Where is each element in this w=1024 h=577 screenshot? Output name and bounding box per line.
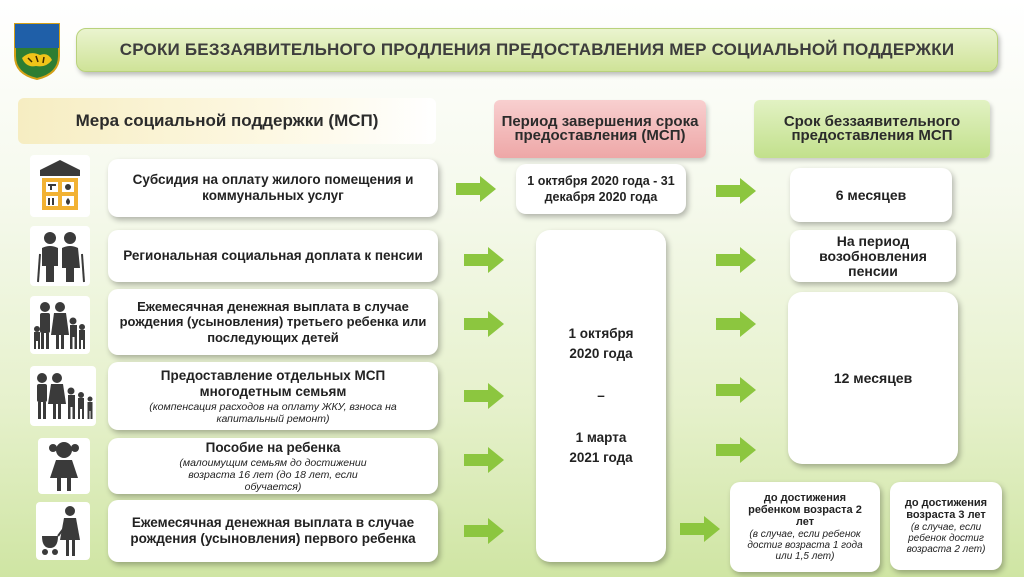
measure-title: Пособие на ребенка xyxy=(205,439,341,455)
arrow-right-icon xyxy=(716,311,756,337)
term-six-text: 6 месяцев xyxy=(835,187,907,203)
large-family-icon xyxy=(37,373,93,419)
mother-icon-box xyxy=(36,502,90,560)
term-age3-note: (в случае, если ребенок достиг возраста … xyxy=(906,522,986,555)
term-age2-title: до достижения ребенком возраста 2 лет xyxy=(748,492,862,528)
measure-card-third-child-payment: Ежемесячная денежная выплата в случае ро… xyxy=(108,289,438,355)
arrow-right-icon xyxy=(464,247,504,273)
period-column-header: Период завершения срока предоставления (… xyxy=(494,100,706,158)
mother-stroller-icon xyxy=(42,506,80,556)
elderly-couple-icon xyxy=(37,232,85,283)
child-icon xyxy=(49,442,79,491)
coat-of-arms-icon xyxy=(14,23,60,80)
utilities-icon xyxy=(40,160,80,210)
term-twelve-text: 12 месяцев xyxy=(833,370,913,386)
arrow-right-icon xyxy=(716,377,756,403)
term-card-age-two: до достижения ребенком возраста 2 лет (в… xyxy=(730,482,880,572)
measure-title: Субсидия на оплату жилого помещения и ко… xyxy=(132,172,414,203)
large-family-icon-box xyxy=(30,366,96,426)
measure-card-large-families: Предоставление отдельных МСП многодетным… xyxy=(108,362,438,430)
measure-title: Ежемесячная денежная выплата в случае ро… xyxy=(119,298,427,345)
measure-note: (компенсация расходов на оплату ЖКУ, взн… xyxy=(149,400,397,425)
measure-note: (малоимущим семьям до достижении возраст… xyxy=(179,456,367,493)
arrow-right-icon xyxy=(716,247,756,273)
measure-card-child-benefit: Пособие на ребенка (малоимущим семьям до… xyxy=(108,438,438,494)
utilities-icon-box xyxy=(30,155,90,217)
term-column-header: Срок беззаявительного предоставления МСП xyxy=(754,100,990,158)
term-pension-text: На период возобновления пенсии xyxy=(819,232,927,279)
term-card-pension: На период возобновления пенсии xyxy=(790,230,956,282)
term-card-six-months: 6 месяцев xyxy=(790,168,952,222)
measure-card-first-child-payment: Ежемесячная денежная выплата в случае ро… xyxy=(108,500,438,562)
term-card-twelve-months: 12 месяцев xyxy=(788,292,958,464)
period-main-end: 1 марта 2021 года xyxy=(569,430,633,465)
family-three-children-icon xyxy=(34,302,85,349)
period-first-text: 1 октября 2020 года - 31 декабря 2020 го… xyxy=(527,174,675,204)
page-title: СРОКИ БЕЗЗАЯВИТЕЛЬНОГО ПРОДЛЕНИЯ ПРЕДОСТ… xyxy=(76,28,998,72)
period-main-dash: – xyxy=(597,388,605,403)
elderly-icon-box xyxy=(30,226,90,286)
measure-title: Региональная социальная доплата к пенсии xyxy=(123,248,423,263)
arrow-right-icon xyxy=(716,178,756,204)
child-icon-box xyxy=(38,438,90,494)
arrow-right-icon xyxy=(456,176,496,202)
measure-title: Ежемесячная денежная выплата в случае ро… xyxy=(130,515,416,546)
period-main-start: 1 октября 2020 года xyxy=(568,326,634,361)
measure-card-housing-subsidy: Субсидия на оплату жилого помещения и ко… xyxy=(108,159,438,217)
period-card-first: 1 октября 2020 года - 31 декабря 2020 го… xyxy=(516,164,686,214)
arrow-right-icon xyxy=(464,518,504,544)
arrow-right-icon xyxy=(464,383,504,409)
arrow-right-icon xyxy=(464,311,504,337)
term-card-age-three: до достижения возраста 3 лет (в случае, … xyxy=(890,482,1002,570)
arrow-right-icon xyxy=(716,437,756,463)
term-age3-title: до достижения возраста 3 лет xyxy=(904,497,988,521)
family-icon-box xyxy=(30,296,90,354)
arrow-right-icon xyxy=(464,447,504,473)
measure-card-pension-supplement: Региональная социальная доплата к пенсии xyxy=(108,230,438,282)
arrow-right-icon xyxy=(680,516,720,542)
period-card-main: 1 октября 2020 года – 1 марта 2021 года xyxy=(536,230,666,562)
measure-title: Предоставление отдельных МСП многодетным… xyxy=(160,367,386,399)
term-age2-note: (в случае, если ребенок достиг возраста … xyxy=(747,529,863,562)
measure-column-header: Мера социальной поддержки (МСП) xyxy=(18,98,436,144)
